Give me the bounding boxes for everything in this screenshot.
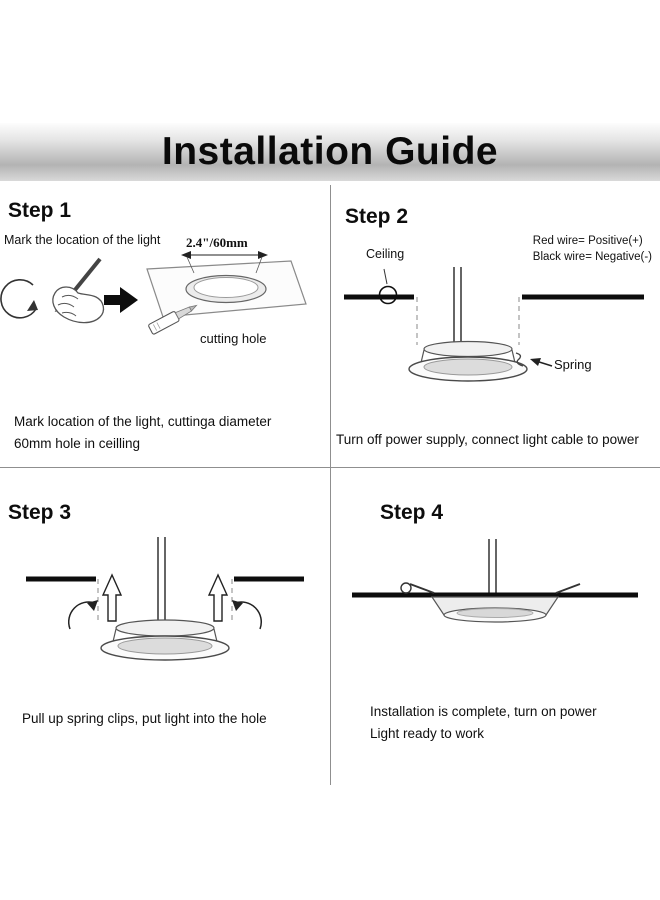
wire-polarity-note: Red wire= Positive(+) Black wire= Negati… xyxy=(533,233,652,265)
step-1-caption-line2: 60mm hole in ceilling xyxy=(14,435,141,451)
black-wire-note: Black wire= Negative(-) xyxy=(532,251,652,264)
step-1-note: Mark the location of the light xyxy=(4,233,161,247)
step-4-heading: Step 4 xyxy=(380,501,444,524)
step-4-caption-line2: Light ready to work xyxy=(370,725,485,741)
step-3-caption: Pull up spring clips, put light into the… xyxy=(22,711,267,726)
step-4-caption-line1: Installation is complete, turn on power xyxy=(370,704,597,719)
recess-guides xyxy=(416,297,520,345)
spring-label: Spring xyxy=(554,357,592,372)
step-1-heading: Step 1 xyxy=(8,199,72,222)
step-2-caption: Turn off power supply, connect light cab… xyxy=(336,432,639,447)
pull-up-arrow-icon xyxy=(101,573,229,622)
spring-clip-graphic xyxy=(515,352,524,367)
step-2-heading: Step 2 xyxy=(345,205,409,228)
next-step-arrow-icon xyxy=(104,287,138,313)
hand-pencil-icon xyxy=(52,257,105,324)
draw-circle-arrow-icon xyxy=(0,279,38,319)
step-1-illustration xyxy=(0,251,307,335)
step-4-panel: Step 4 Installation is compl xyxy=(330,467,660,785)
dimension-label: 2.4"/60mm xyxy=(186,235,248,250)
vertical-divider xyxy=(330,185,331,785)
dimension-arrows xyxy=(181,251,268,274)
light-fixture-graphic xyxy=(408,340,528,382)
power-wires xyxy=(453,267,462,347)
red-wire-note: Red wire= Positive(+) xyxy=(532,235,643,247)
title-banner: Installation Guide xyxy=(0,123,660,181)
power-wires xyxy=(488,539,497,595)
cutter-knife-icon xyxy=(148,304,198,335)
step-3-panel: Step 3 xyxy=(0,467,330,785)
power-wires xyxy=(157,537,166,623)
spring-pointer-arrow xyxy=(530,358,553,367)
step-2-illustration xyxy=(344,267,644,382)
light-fixture-graphic xyxy=(100,619,230,661)
step-3-illustration xyxy=(26,537,304,661)
light-fixture-graphic xyxy=(430,596,560,623)
ceiling-panel-graphic xyxy=(146,260,307,318)
step-2-panel: Step 2 Red wire= Positive(+) Black wire=… xyxy=(330,185,660,467)
step-4-illustration xyxy=(352,539,638,623)
cutting-hole-label: cutting hole xyxy=(200,331,267,346)
ceiling-label: Ceiling xyxy=(366,247,405,261)
step-1-caption: Mark location of the light, cuttinga dia… xyxy=(14,411,271,454)
page-title: Installation Guide xyxy=(161,130,499,173)
rotate-clip-arrow-icon xyxy=(67,600,263,630)
step-3-heading: Step 3 xyxy=(8,501,72,524)
step-1-panel: Step 1 Mark the location of the light 2.… xyxy=(0,185,330,467)
step-4-caption: Installation is complete, turn on power … xyxy=(370,701,597,744)
spring-clip-graphic xyxy=(400,582,581,594)
horizontal-divider xyxy=(0,467,660,468)
step-1-caption-line1: Mark location of the light, cuttinga dia… xyxy=(14,414,272,429)
